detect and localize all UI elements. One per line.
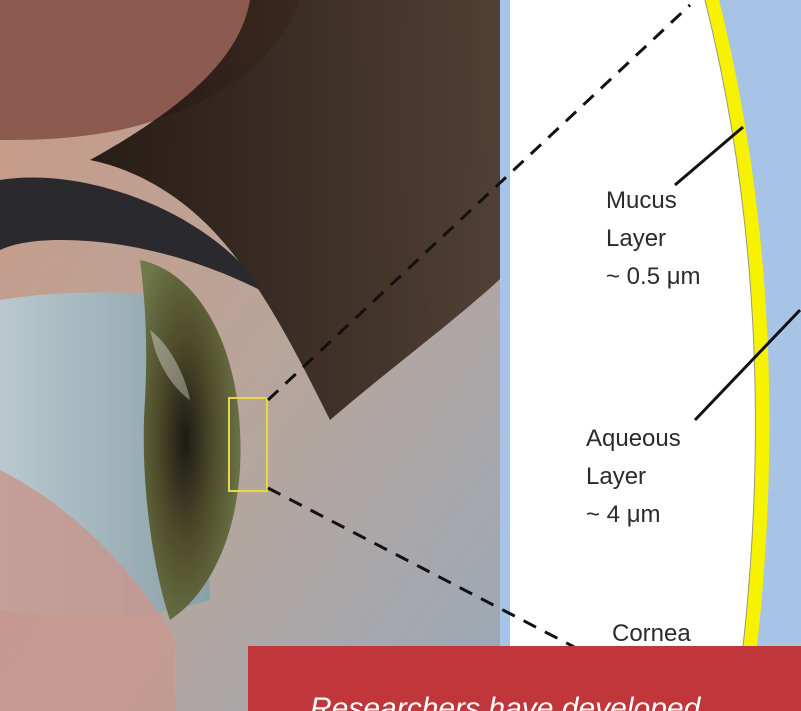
mucus-label-line-3: ~ 0.5 μm	[606, 263, 701, 292]
mucus-label-line-2: Layer	[606, 225, 701, 254]
banner-text: Researchers have developed	[310, 692, 700, 711]
caption-banner: Researchers have developed	[248, 646, 801, 711]
tear-film-interior	[510, 0, 755, 711]
cornea-label-line-1: Cornea	[612, 620, 691, 649]
mucus-label: Mucus Layer ~ 0.5 μm	[606, 187, 701, 291]
cornea-label: Cornea	[612, 620, 691, 649]
mucus-label-line-1: Mucus	[606, 187, 701, 216]
eye-photo	[0, 0, 520, 711]
aqueous-label-line-1: Aqueous	[586, 425, 681, 454]
aqueous-label: Aqueous Layer ~ 4 μm	[586, 425, 681, 529]
aqueous-label-line-3: ~ 4 μm	[586, 501, 681, 530]
aqueous-label-line-2: Layer	[586, 463, 681, 492]
